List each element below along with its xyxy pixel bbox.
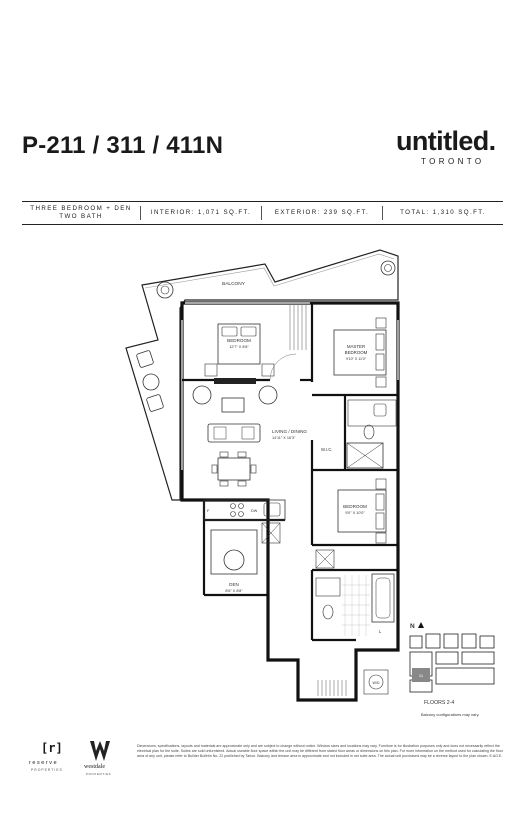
cooktop-icon [230,503,244,517]
rug-icon [210,529,258,575]
balcony-chair-icon [136,350,164,412]
vanity-icon [315,577,341,597]
sink-icon [263,502,281,517]
unit-type: THREE BEDROOM + DEN TWO BATH [30,205,132,220]
unit-highlight [412,668,430,682]
toilet-icon [363,424,375,440]
pillow-icon [240,326,257,337]
balcony-plant-icon [156,281,174,299]
balcony-rail [144,253,395,289]
balcony-note: Balcony configurations may vary. [421,712,479,717]
brand-logo: untitled. [396,126,496,156]
nightstand-icon [375,532,387,544]
key-plan: N 11 FLOORS 2-4 Balcony configurations m… [409,622,495,717]
balcony-outline [125,249,399,501]
nightstand-icon [375,317,387,329]
nightstand-icon [261,363,275,377]
kitchen-counter [203,499,286,521]
tile-grid [342,575,370,636]
sofa-icon [207,423,261,443]
toilet-icon [322,604,334,620]
balcony-label: BALCONY [222,281,246,287]
sink-icon [373,403,387,417]
unit-info-bar: THREE BEDROOM + DEN TWO BATH INTERIOR: 1… [22,201,503,225]
bedroom2-label: BEDROOM [343,504,367,509]
living-dining-size: 14'11" X 16'3" [272,436,296,440]
nightstand-icon [375,478,387,490]
armchair-icon [258,385,278,405]
den-size: 8'6" X 8'8" [225,589,243,593]
door-swing [269,353,297,381]
den-label: DEN [229,582,239,587]
master-bedroom-size: 9'10" X 11'0" [346,357,367,361]
closet-icon [261,522,281,544]
nightstand-icon [204,363,218,377]
pillow-icon [375,493,385,511]
media-unit-icon [214,378,256,384]
reserve-logo-text: reserve [29,760,59,766]
washer-dryer-label: W/D [373,681,380,685]
shower-icon [346,442,384,469]
total-area: TOTAL: 1,310 SQ.FT. [400,209,486,216]
brand-city: TORONTO [421,157,485,166]
building-footprint [409,633,495,693]
interior-area: INTERIOR: 1,071 SQ.FT. [150,209,252,216]
cushion-icon [213,426,227,440]
bedroom-size: 12'7" X 8'8" [229,345,249,349]
floors-label: FLOORS 2-4 [424,700,454,706]
north-arrow-icon [418,622,424,628]
bed-icon [217,323,261,365]
bed-icon [333,329,387,376]
reserve-logo-sub: PROPERTIES [31,768,63,772]
floor-plan: BALCONY BEDRO [125,249,400,702]
living-dining-label: LIVING / DINING [272,429,307,434]
bedroom-label: BEDROOM [227,338,251,343]
laundry-icon [363,669,389,695]
closet-icon [315,549,335,569]
master-bedroom-label-line1: MASTER [347,344,365,349]
disclaimer-text: Dimensions, specifications, layouts and … [137,744,503,758]
unit-title: P-211 / 311 / 411N [22,132,224,159]
closet-hatch [317,680,347,696]
unit-mark: 11 [419,673,424,678]
pillow-icon [375,333,385,351]
vanity-icon [347,399,397,427]
exterior-area: EXTERIOR: 239 SQ.FT. [274,209,370,216]
westdale-logo-icon [90,741,110,761]
bed-icon [337,489,387,533]
pillow-icon [375,512,385,530]
master-bedroom-label-line2: BEDROOM [345,350,368,355]
unit-outline [180,301,400,702]
north-label: N [410,623,415,630]
divider [140,206,141,220]
bedroom2-size: 9'0" X 10'0" [345,511,365,515]
pillow-icon [375,353,385,371]
divider [261,206,262,220]
balcony-plant-icon [380,260,396,276]
westdale-logo-text: westdale [84,764,105,770]
dishwasher-label: DW [251,509,258,513]
divider [382,206,383,220]
westdale-logo-sub: PROPERTIES [86,772,112,776]
ottoman-icon [223,549,245,571]
fridge-label: F [207,508,210,513]
armchair-icon [192,385,212,405]
dining-chair-icon [211,451,257,487]
nightstand-icon [375,376,387,388]
dining-table-icon [217,457,251,481]
reserve-logo-mark: [r] [41,741,63,755]
wic-label: W.I.C. [321,447,332,452]
cushion-icon [241,426,255,440]
closet-hatch [289,305,307,350]
linen-label: L [379,629,382,634]
pillow-icon [221,326,238,337]
coffee-table-icon [221,397,245,413]
bathtub-icon [371,573,395,623]
